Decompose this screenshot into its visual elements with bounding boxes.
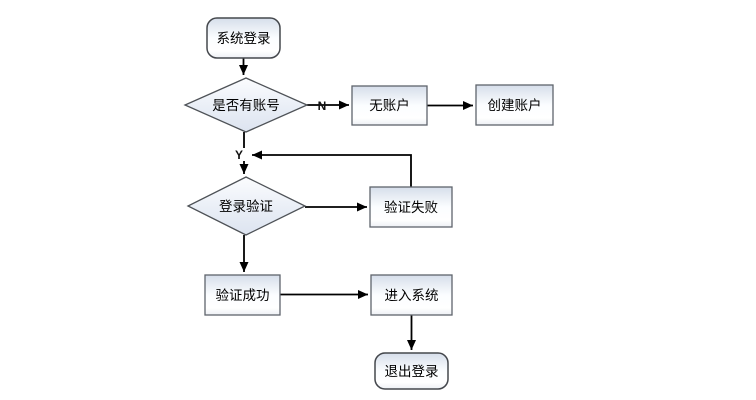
node-login-verify-label: 登录验证 (219, 199, 273, 214)
node-login-verify-shape (186, 176, 307, 236)
node-verify-success-label: 验证成功 (216, 288, 270, 303)
node-start-shape (206, 17, 281, 59)
node-verify-fail-label: 验证失败 (384, 200, 438, 215)
node-enter-system-shape (370, 274, 453, 316)
node-create-account-label: 创建账户 (488, 97, 542, 113)
edge-label-yes: Y (235, 148, 243, 162)
node-enter-system-label: 进入系统 (385, 288, 439, 303)
node-logout-label: 退出登录 (385, 364, 439, 379)
connector-verify-fail-feedback-loop (252, 150, 412, 187)
node-start-label: 系统登录 (217, 31, 271, 46)
node-has-account-shape (183, 77, 309, 133)
node-no-account-shape (351, 85, 428, 126)
node-has-account-label: 是否有账号 (212, 98, 280, 113)
node-no-account-label: 无账户 (369, 97, 410, 113)
node-create-account-shape (475, 84, 554, 126)
node-verify-fail-shape (369, 186, 453, 228)
node-verify-success-shape (204, 274, 281, 316)
node-logout-shape (374, 352, 449, 390)
edge-label-no: N (318, 99, 327, 113)
